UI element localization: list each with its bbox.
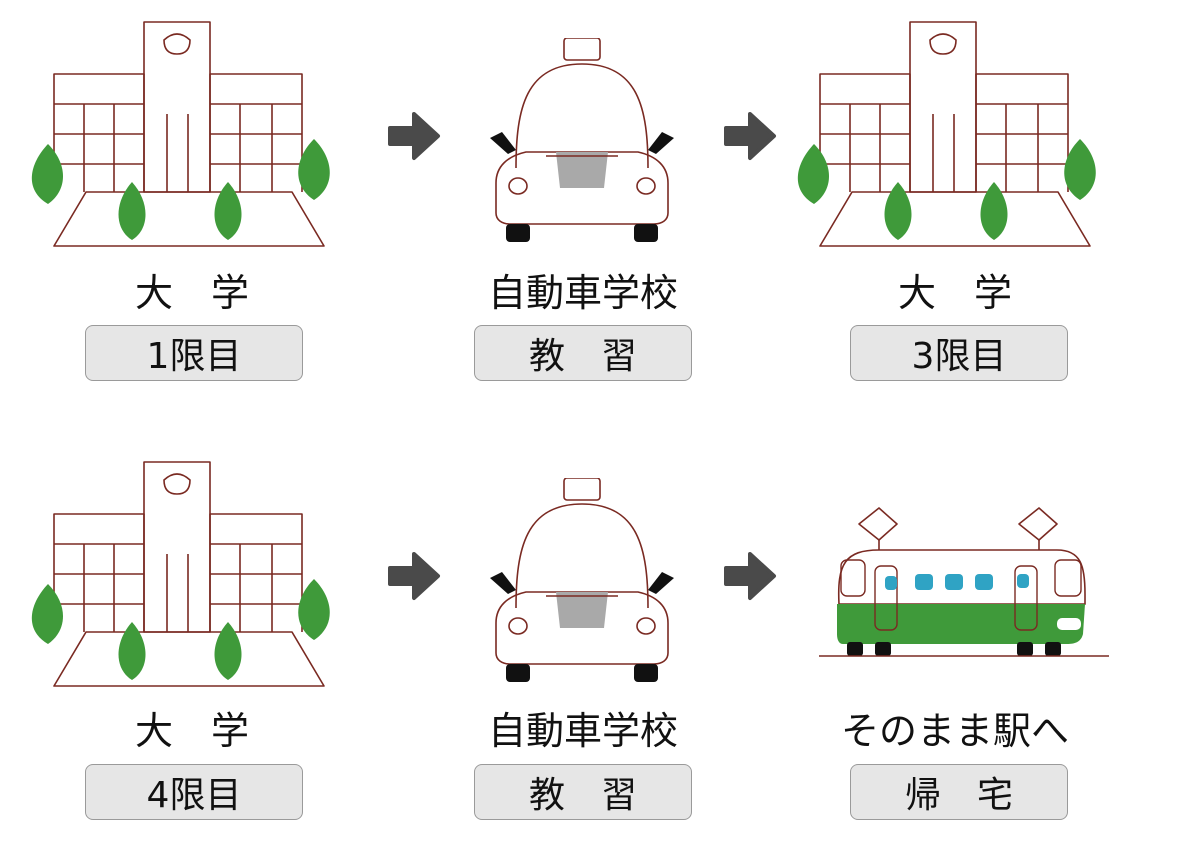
- university-building-icon: [31, 21, 331, 247]
- place-label: 自動車学校: [487, 271, 678, 315]
- period-badge: 4限目: [85, 764, 303, 820]
- place-label: 大 学: [897, 271, 1012, 315]
- period-badge: 3限目: [850, 325, 1068, 381]
- university-building-icon: [31, 461, 331, 687]
- place-label: 大 学: [134, 709, 249, 753]
- period-badge: 1限目: [85, 325, 303, 381]
- place-label: 大 学: [134, 271, 249, 315]
- arrow-right-icon: [388, 552, 440, 600]
- driving-school-car-icon: [489, 38, 675, 243]
- arrow-right-icon: [724, 552, 776, 600]
- arrow-right-icon: [724, 112, 776, 160]
- train-icon: [818, 507, 1110, 657]
- university-building-icon: [797, 21, 1097, 247]
- place-label: 自動車学校: [487, 709, 678, 753]
- activity-badge: 教 習: [474, 764, 692, 820]
- activity-badge: 教 習: [474, 325, 692, 381]
- place-label: そのまま駅へ: [840, 709, 1069, 753]
- driving-school-car-icon: [489, 478, 675, 683]
- arrow-right-icon: [388, 112, 440, 160]
- activity-badge: 帰 宅: [850, 764, 1068, 820]
